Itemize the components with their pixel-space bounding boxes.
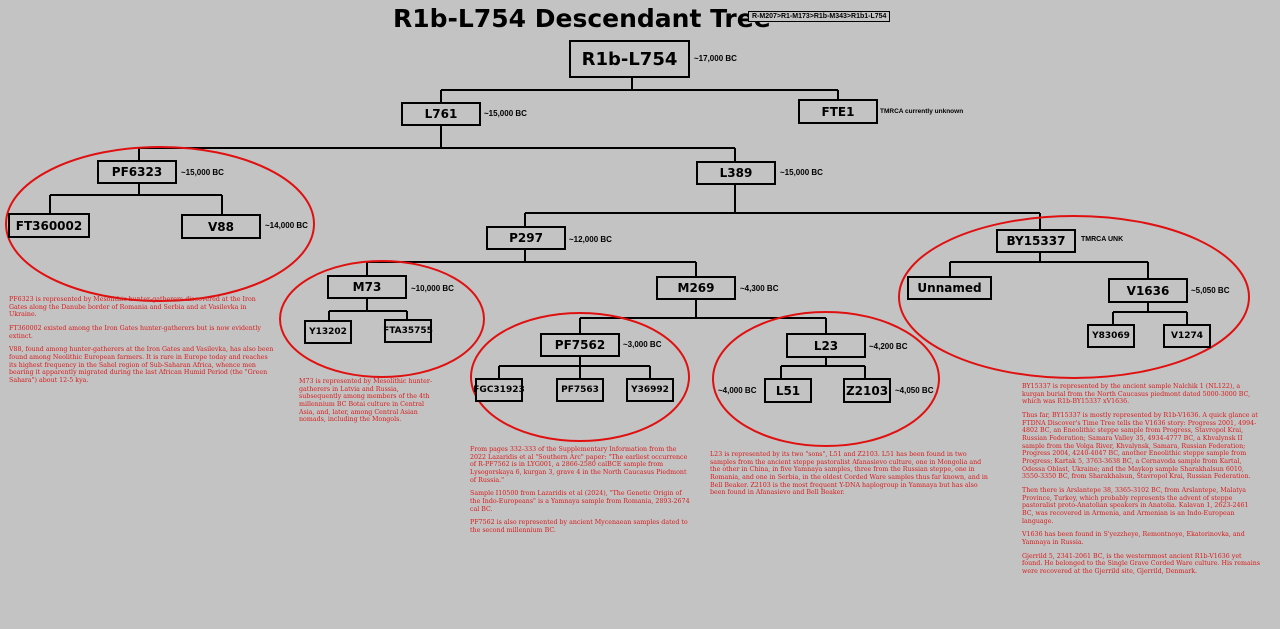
note-pf6323: PF6323 is represented by Mesolithic hunt… (9, 296, 274, 391)
node-pf6323: PF6323 (97, 160, 177, 184)
note-paragraph: Thus far, BY15337 is mostly represented … (1022, 412, 1258, 481)
note-paragraph: V88, found among hunter-gatherers at the… (9, 346, 274, 385)
note-paragraph: Gjerrild 5, 2341-2061 BC, is the western… (1022, 552, 1261, 576)
note-paragraph: V1636 has been found in S'yezzheye, Remo… (1022, 531, 1245, 547)
date-p297: ~12,000 BC (569, 235, 612, 244)
note-paragraph: BY15337 is represented by the ancient sa… (1022, 383, 1251, 406)
lineage-path-box: R-M207>R1-M173>R1b-M343>R1b1-L754 (748, 11, 891, 22)
by15337-ellipse (898, 215, 1250, 379)
note-paragraph: Sample I10500 from Lazaridis et al (2024… (470, 490, 690, 513)
date-m269: ~4,300 BC (740, 284, 779, 293)
node-m73: M73 (327, 275, 407, 299)
date-l51: ~4,000 BC (718, 386, 757, 395)
l23-ellipse (712, 311, 940, 447)
note-paragraph: M73 is represented by Mesolithic hunter-… (299, 378, 433, 424)
node-l23: L23 (786, 333, 866, 358)
date-v1636: ~5,050 BC (1191, 286, 1230, 295)
note-by15337: BY15337 is represented by the ancient sa… (1022, 383, 1260, 582)
node-y36992: Y36992 (626, 378, 674, 402)
note-paragraph: FT360002 existed among the Iron Gates hu… (9, 325, 261, 340)
date-m73: ~10,000 BC (411, 284, 454, 293)
note-l23: L23 is represented by its two "sons", L5… (710, 451, 990, 503)
pf6323-ellipse (5, 146, 315, 302)
note-paragraph: From pages 332-333 of the Supplementary … (470, 446, 688, 484)
m73-ellipse (279, 260, 485, 378)
date-l761: ~15,000 BC (484, 109, 527, 118)
date-pf7562: ~3,000 BC (623, 340, 662, 349)
node-l761: L761 (401, 102, 481, 126)
node-y83069: Y83069 (1087, 324, 1135, 348)
date-fte1: TMRCA currently unknown (880, 108, 964, 115)
note-paragraph: PF6323 is represented by Mesolithic hunt… (9, 296, 256, 319)
node-pf7562: PF7562 (540, 333, 620, 357)
node-r1b-l754: R1b-L754 (569, 40, 690, 78)
page-title: R1b-L754 Descendant Tree (393, 4, 771, 33)
date-r1b-l754: ~17,000 BC (694, 54, 737, 63)
note-m73: M73 is represented by Mesolithic hunter-… (299, 378, 437, 430)
node-unnamed: Unnamed (907, 276, 992, 300)
node-pf7563: PF7563 (556, 378, 604, 402)
note-paragraph: Then there is Arslantepe 38, 3365-3102 B… (1022, 487, 1249, 525)
note-paragraph: L23 is represented by its two "sons", L5… (710, 451, 988, 497)
node-ft360002: FT360002 (8, 213, 90, 238)
node-l389: L389 (696, 161, 776, 185)
node-fta35755: FTA35755 (383, 319, 433, 343)
node-l51: L51 (764, 378, 812, 403)
node-y13202: Y13202 (304, 320, 352, 344)
date-by15337: TMRCA UNK (1081, 236, 1124, 243)
node-z2103: Z2103 (843, 378, 891, 403)
date-v88: ~14,000 BC (265, 221, 308, 230)
node-fgc31923: FGC31923 (473, 378, 525, 402)
node-by15337: BY15337 (996, 229, 1076, 253)
tree-connectors (49, 77, 1188, 379)
date-l389: ~15,000 BC (780, 168, 823, 177)
node-v1636: V1636 (1108, 278, 1188, 303)
date-z2103: ~4,050 BC (895, 386, 934, 395)
date-l23: ~4,200 BC (869, 342, 908, 351)
date-pf6323: ~15,000 BC (181, 168, 224, 177)
node-v88: V88 (181, 214, 261, 239)
clade-ellipses (5, 146, 1250, 447)
note-paragraph: PF7562 is also represented by ancient My… (470, 519, 688, 535)
pf7562-ellipse (470, 312, 690, 442)
node-fte1: FTE1 (798, 99, 878, 124)
note-pf7562: From pages 332-333 of the Supplementary … (470, 446, 690, 541)
node-p297: P297 (486, 226, 566, 250)
node-m269: M269 (656, 276, 736, 300)
node-v1274: V1274 (1163, 324, 1211, 348)
